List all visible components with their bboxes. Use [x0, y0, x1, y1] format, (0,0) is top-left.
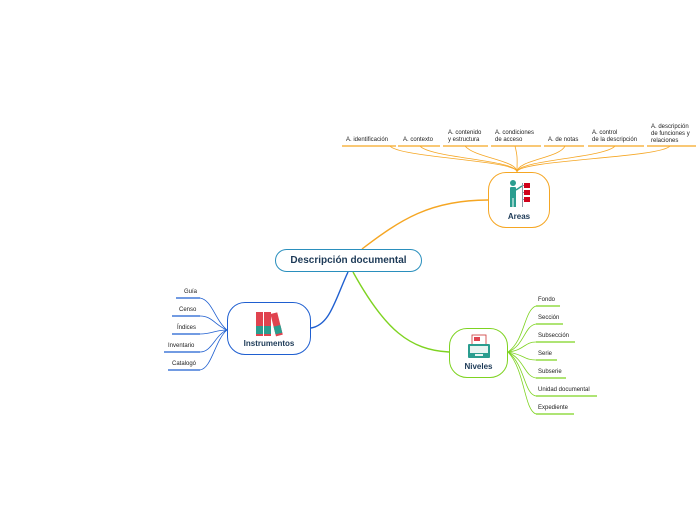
subtopic-censo[interactable]: Censo [179, 307, 197, 313]
connector-center-instrumentos [310, 271, 349, 329]
subtopic-area-notas[interactable]: A. de notas [548, 137, 579, 143]
subtopic-expediente[interactable]: Expediente [538, 405, 569, 411]
instrumentos-child-underlines [164, 297, 200, 371]
subtopic-seccion[interactable]: Sección [538, 315, 560, 321]
niveles-child-underlines [536, 305, 597, 415]
subtopic-area-funciones[interactable]: A. descripción de funciones y relaciones [651, 124, 690, 144]
topic-instrumentos[interactable]: Instrumentos [227, 302, 311, 355]
subtopic-catalogo[interactable]: Catalogó [172, 361, 197, 367]
subtopic-area-contexto[interactable]: A. contexto [403, 137, 434, 143]
central-topic[interactable]: Descripción documental [275, 249, 422, 272]
subtopic-area-control[interactable]: A. control de la descripción [592, 130, 638, 143]
subtopic-guia[interactable]: Guía [184, 289, 198, 295]
instrumentos-child-connectors [199, 297, 228, 371]
subtopic-serie[interactable]: Serie [538, 351, 553, 357]
subtopic-area-identificacion[interactable]: A. identificación [346, 137, 389, 143]
connector-center-niveles [352, 271, 450, 353]
binders-icon [256, 312, 283, 337]
topic-niveles[interactable]: Niveles [449, 328, 508, 378]
subtopic-area-condiciones[interactable]: A. condiciones de acceso [495, 130, 535, 143]
topic-instrumentos-label: Instrumentos [243, 339, 295, 348]
niveles-child-connectors [507, 305, 537, 415]
topic-niveles-label: Niveles [464, 362, 493, 371]
subtopic-inventario[interactable]: Inventario [168, 343, 195, 349]
subtopic-unidad-documental[interactable]: Unidad documental [538, 387, 590, 393]
connector-center-areas [361, 199, 489, 250]
subtopic-area-contenido[interactable]: A. contenido y estructura [448, 130, 482, 143]
subtopic-subseccion[interactable]: Subsección [538, 333, 570, 339]
central-topic-label: Descripción documental [290, 255, 407, 266]
subtopic-indices[interactable]: Índices [177, 325, 197, 331]
subtopic-subserie[interactable]: Subserie [538, 369, 562, 375]
subtopic-fondo[interactable]: Fondo [538, 297, 556, 303]
topic-areas-label: Areas [507, 212, 531, 221]
areas-child-connectors [389, 145, 671, 173]
presenter-chart-icon [510, 180, 530, 207]
archive-drawer-icon [468, 334, 490, 358]
topic-areas[interactable]: Areas [488, 172, 550, 228]
